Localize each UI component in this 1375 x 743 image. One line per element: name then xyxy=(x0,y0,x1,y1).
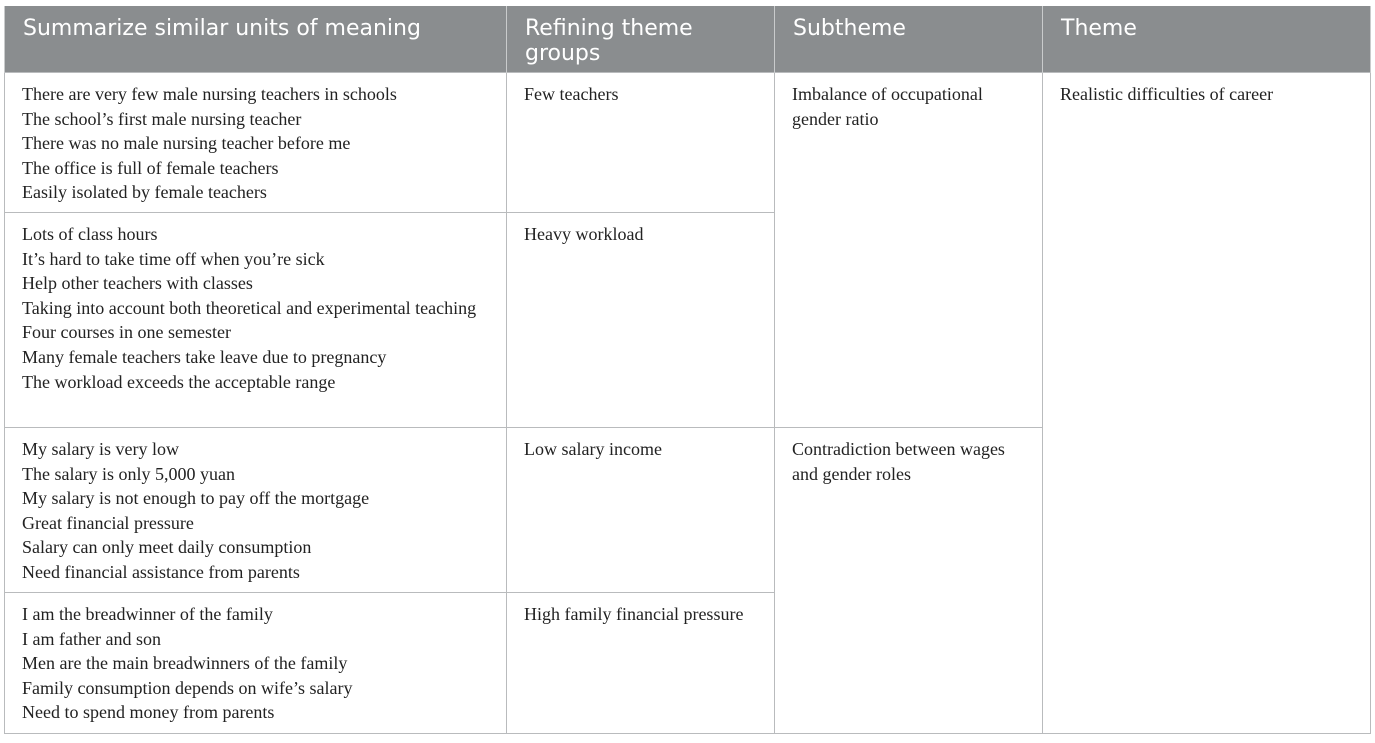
unit-text: Taking into account both theoretical and… xyxy=(22,297,477,318)
units-cell: I am the breadwinner of the family I am … xyxy=(4,592,507,734)
unit-text: Four courses in one semester xyxy=(22,322,231,343)
unit-text: Easily isolated by female teachers xyxy=(22,182,267,203)
header-row: Summarize similar units of meaning Refin… xyxy=(4,6,1371,73)
subtheme-cell: Contradiction between wages and gender r… xyxy=(774,427,1043,734)
header-theme: Theme xyxy=(1042,6,1371,73)
theme-group-cell: High family financial pressure xyxy=(506,592,775,734)
table-row: Lots of class hours It’s hard to take ti… xyxy=(4,212,1371,428)
units-cell: There are very few male nursing teachers… xyxy=(4,72,507,213)
unit-text: My salary is very low xyxy=(22,439,179,459)
table-body: There are very few male nursing teachers… xyxy=(4,72,1371,734)
theme-cell: Realistic difficulties of career xyxy=(1042,72,1371,734)
unit-text: The school’s first male nursing teacher xyxy=(22,108,302,129)
unit-text: I am the breadwinner of the family xyxy=(22,604,273,624)
unit-text: Salary can only meet daily consumption xyxy=(22,537,312,558)
header-theme-groups: Refining theme groups xyxy=(506,6,775,73)
unit-text: The office is full of female teachers xyxy=(22,157,279,178)
unit-text: There was no male nursing teacher before… xyxy=(22,133,351,154)
header-subtheme: Subtheme xyxy=(774,6,1043,73)
theme-group-cell: Heavy workload xyxy=(506,212,775,428)
unit-text: Need to spend money from parents xyxy=(22,702,275,723)
unit-text: Many female teachers take leave due to p… xyxy=(22,346,387,367)
themes-table: Summarize similar units of meaning Refin… xyxy=(4,6,1371,734)
unit-text: It’s hard to take time off when you’re s… xyxy=(22,248,325,269)
unit-text: Need financial assistance from parents xyxy=(22,561,300,582)
units-cell: Lots of class hours It’s hard to take ti… xyxy=(4,212,507,428)
unit-text: Help other teachers with classes xyxy=(22,273,253,294)
theme-group-cell: Few teachers xyxy=(506,72,775,213)
subtheme-cell: Imbalance of occupational gender ratio xyxy=(774,72,1043,428)
table-row: There are very few male nursing teachers… xyxy=(4,72,1371,734)
unit-text: My salary is not enough to pay off the m… xyxy=(22,488,370,509)
unit-text: Lots of class hours xyxy=(22,224,158,244)
unit-text: Great financial pressure xyxy=(22,512,194,533)
table-header: Summarize similar units of meaning Refin… xyxy=(4,6,1371,73)
theme-group-cell: Low salary income xyxy=(506,427,775,593)
table-row: I am the breadwinner of the family I am … xyxy=(4,592,1371,734)
unit-text: Men are the main breadwinners of the fam… xyxy=(22,653,348,674)
units-cell: My salary is very low The salary is only… xyxy=(4,427,507,593)
unit-text: I am father and son xyxy=(22,628,161,649)
unit-text: The salary is only 5,000 yuan xyxy=(22,463,235,484)
unit-text: The workload exceeds the acceptable rang… xyxy=(22,371,336,392)
unit-text: Family consumption depends on wife’s sal… xyxy=(22,677,353,698)
unit-text: There are very few male nursing teachers… xyxy=(22,84,397,104)
header-units: Summarize similar units of meaning xyxy=(4,6,507,73)
